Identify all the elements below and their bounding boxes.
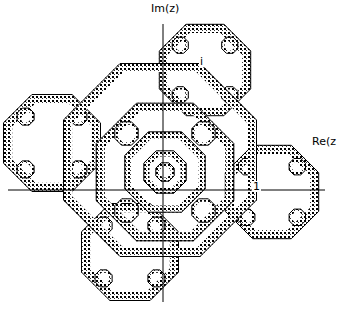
fractal-tile [149,271,163,285]
fractal-tile [223,39,236,52]
tile-outline [289,159,305,175]
fractal-tile [128,135,202,209]
fractal-tile [19,162,33,176]
tile-outline [172,87,188,103]
tile-outline [70,161,87,178]
tile-outline [156,163,174,181]
fractal-tile [97,271,111,285]
axis-label: Re(z [311,136,337,147]
unit-label: i [199,56,204,67]
tile-outline [64,64,257,257]
tile-outline [225,145,318,238]
fractal-tile [71,162,85,176]
tile-outline [172,37,188,53]
axis-label: Im(z) [150,3,180,14]
tile-outline [96,103,234,241]
fractal-tile [174,88,187,101]
tile-outline [125,132,205,212]
tile-outline [222,37,238,53]
tile-outline [192,122,215,145]
tile-outline [148,217,165,234]
fractal-tile [116,200,137,221]
unit-label: 1 [252,181,261,192]
fractal-tile [291,211,305,225]
tile-outline [95,270,112,287]
fractal-tile [193,123,214,144]
fractal-tile [174,39,187,52]
fractal-tile [158,165,173,180]
tile-outline [289,209,305,225]
tile-outline [17,108,34,125]
tile-outline [17,161,34,178]
tile-outline [192,199,215,222]
imaginary-axis [163,24,164,302]
fractal-tile [291,160,305,174]
tile-outline [144,151,186,193]
fractal-tile [116,123,137,144]
tile-outline [115,122,138,145]
real-axis [8,190,325,191]
fractal-tile [193,200,214,221]
fractal-tile [19,110,33,124]
fractal-tile [149,219,163,233]
tile-outline [148,270,165,287]
fractal-tile [230,150,315,235]
fractal-tile [100,107,229,236]
tile-outline [115,199,138,222]
fractal-tile [147,154,184,191]
fractal-tile [68,68,253,253]
